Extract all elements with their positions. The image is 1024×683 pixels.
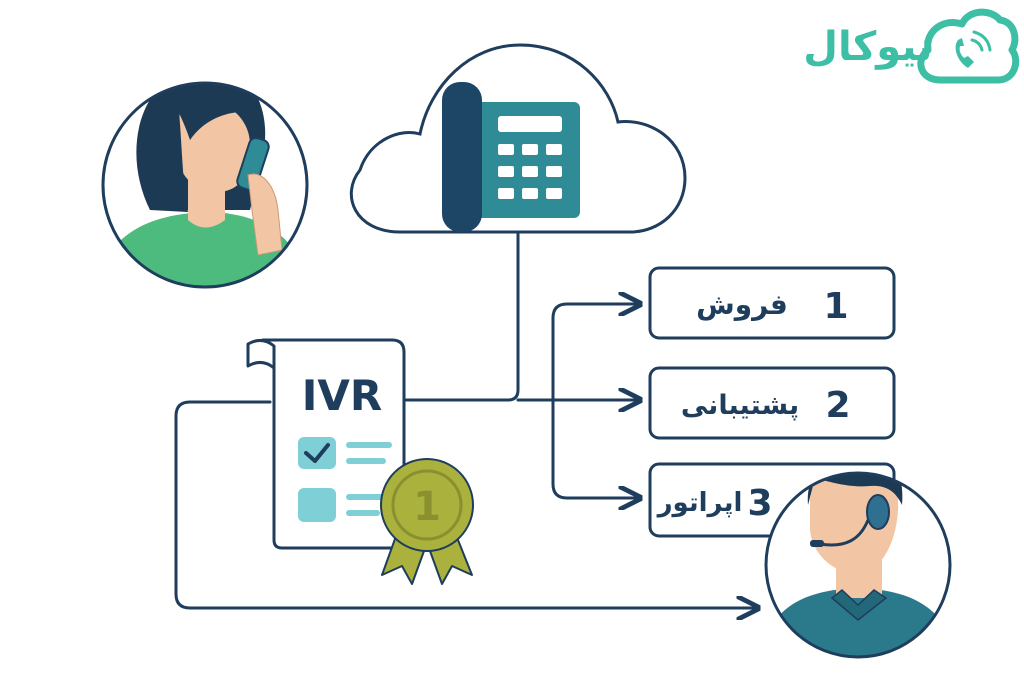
medal-number: 1 (413, 484, 441, 530)
cloud-to-ivr-line (403, 230, 520, 402)
brand-logo[interactable]: نیوکال (803, 8, 1020, 84)
desk-phone-icon (442, 82, 580, 232)
menu-option-1-number: 1 (823, 286, 848, 327)
branch-to-option1-line (551, 304, 640, 402)
ivr-to-agent-line (174, 400, 758, 608)
brand-name: نیوکال (803, 24, 932, 70)
medal-icon: 1 (380, 458, 474, 585)
menu-option-1[interactable]: 1 فروش (648, 266, 896, 340)
menu-option-2-number: 2 (825, 385, 850, 426)
phone-cloud-logo-icon (917, 8, 1020, 84)
menu-option-2-label: پشتیبانی (681, 390, 799, 421)
caller-woman-icon (101, 81, 309, 289)
menu-option-3-label: اپراتور (656, 488, 743, 518)
menu-option-3-number: 3 (747, 483, 772, 524)
menu-option-1-label: فروش (696, 288, 788, 321)
checklist-icon (298, 437, 392, 522)
menu-option-2[interactable]: 2 پشتیبانی (648, 366, 896, 440)
connector-lines (174, 230, 758, 608)
ivr-label: IVR (302, 371, 382, 420)
branch-to-option3-line (551, 398, 640, 498)
cloud-phone-group (349, 43, 687, 234)
ivr-document: IVR (246, 338, 406, 550)
